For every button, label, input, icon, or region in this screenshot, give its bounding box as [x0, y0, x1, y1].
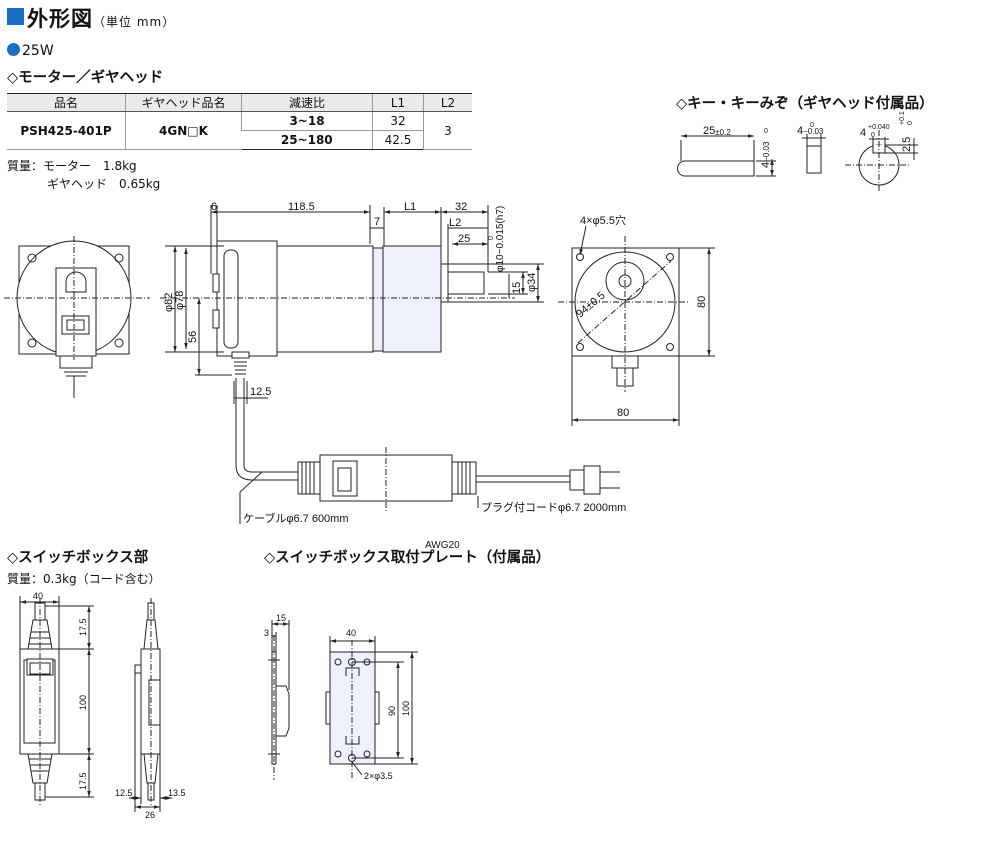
- plate-h90: 90: [387, 706, 397, 716]
- key-end-view: [802, 134, 826, 174]
- dim-25: 25: [458, 233, 470, 245]
- keyway-w: 4: [860, 127, 866, 139]
- dim-6: 6: [211, 201, 217, 213]
- key-w: 4−0.03: [760, 141, 772, 168]
- dim-l2: L2: [449, 217, 461, 229]
- dim-shaft-top: 0: [488, 236, 495, 240]
- plate-w40: 40: [346, 628, 356, 638]
- dim-32: 32: [455, 201, 467, 213]
- holes-label: 4×φ5.5穴: [580, 213, 626, 227]
- cell-ratio2: 25~180: [241, 130, 373, 150]
- power-label: 25W: [7, 43, 54, 59]
- plate-side-view: [268, 620, 290, 780]
- th-l1: L1: [372, 93, 424, 112]
- th-ratio: 減速比: [241, 93, 373, 112]
- gearhead-front-view: [558, 225, 715, 426]
- awg-label: AWG20: [425, 540, 460, 551]
- sb-bottom-17-5: 17.5: [78, 772, 88, 790]
- motor-section-title: ◇モーター／ギヤヘッド: [7, 70, 164, 86]
- bullet-icon: [7, 43, 20, 56]
- key-w-up: 0: [764, 128, 768, 135]
- dim-phi78: φ78: [174, 291, 186, 310]
- plate-15: 15: [276, 613, 286, 623]
- spec-table: 品名 ギヤヘッド品名 減速比 L1 L2 PSH425-401P 4GN□K 3…: [7, 93, 472, 150]
- cell-product: PSH425-401P: [7, 111, 126, 150]
- front-view-left: [4, 236, 150, 398]
- dim-56: 56: [187, 331, 199, 343]
- unit-label: （単位 mm）: [93, 15, 176, 29]
- th-l2: L2: [423, 93, 472, 112]
- sb-12-5: 12.5: [115, 788, 133, 798]
- keyway-depth: 2.5: [901, 137, 913, 152]
- plate-holes: 2×φ3.5: [364, 771, 393, 781]
- keyway-w-up: +0.040: [868, 124, 890, 131]
- key-len: 25±0.2: [703, 125, 731, 137]
- keyway-depth-low: 0: [907, 121, 914, 125]
- title-square-icon: [7, 8, 24, 25]
- dim-shaft: φ10−0.015(h7): [495, 206, 506, 272]
- sb-26: 26: [145, 810, 155, 820]
- switch-box-title: ◇スイッチボックス部: [7, 550, 149, 566]
- key-w2: 4−0.03: [797, 125, 824, 137]
- dim-118-5: 118.5: [288, 201, 315, 213]
- dim-7: 7: [374, 216, 380, 228]
- key-section-title: ◇キー・キーみぞ（ギヤヘッド付属品）: [676, 96, 934, 112]
- dim-phi82: φ82: [163, 293, 175, 312]
- sb-h100: 100: [78, 695, 88, 710]
- cable-label: ケーブルφ6.7 600mm: [243, 511, 349, 525]
- cell-l1-2: 42.5: [372, 130, 424, 150]
- sb-top-17-5: 17.5: [78, 618, 88, 636]
- plate-h100: 100: [401, 701, 411, 716]
- width-80: 80: [617, 407, 629, 419]
- sb-w40: 40: [33, 591, 43, 601]
- cable-assembly: [235, 378, 620, 524]
- cell-l1-1: 32: [372, 111, 424, 131]
- plate-front-view: [325, 636, 418, 780]
- switch-box-side: [129, 598, 172, 812]
- plug-label: プラグ付コードφ6.7 2000mm: [481, 500, 626, 514]
- dim-12-5: 12.5: [250, 386, 271, 398]
- switch-box-mass: 質量：0.3kg（コード含む）: [7, 572, 161, 586]
- key-w2-up: 0: [810, 122, 814, 129]
- plate-title: ◇スイッチボックス取付プレート（付属品）: [264, 550, 551, 566]
- motor-side-view: [160, 205, 544, 404]
- th-product: 品名: [7, 93, 126, 112]
- switch-box-front: [19, 596, 94, 806]
- dim-phi34: φ34: [526, 273, 538, 292]
- cell-gearhead: 4GN□K: [125, 111, 242, 150]
- keyway-w-low: 0: [871, 132, 875, 139]
- mass-motor: 質量：モーター 1.8kg: [7, 159, 137, 173]
- height-80: 80: [696, 296, 708, 308]
- keyway-view: [845, 130, 918, 192]
- key-side-view: [677, 134, 776, 177]
- dim-15: 15: [511, 282, 523, 294]
- cell-l2: 3: [423, 111, 472, 150]
- sb-13-5: 13.5: [168, 788, 186, 798]
- th-gearhead: ギヤヘッド品名: [125, 93, 242, 112]
- cell-ratio1: 3~18: [241, 111, 373, 131]
- dim-l1: L1: [404, 201, 416, 213]
- page-title: 外形図（単位 mm）: [27, 7, 176, 31]
- mass-gearhead: ギヤヘッド 0.65kg: [47, 177, 161, 191]
- plate-3: 3: [264, 628, 269, 638]
- keyway-depth-up: +0.1: [899, 111, 906, 125]
